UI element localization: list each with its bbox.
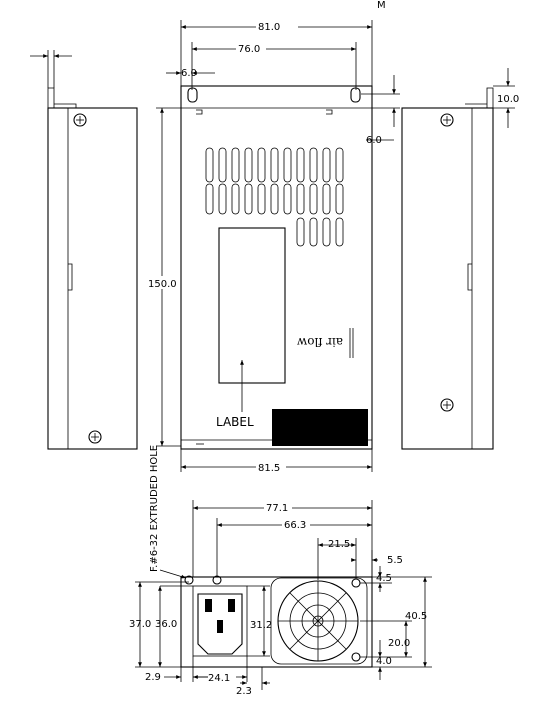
- dim-24-1: 24.1: [208, 673, 230, 684]
- screw-hole-front-2: [351, 578, 361, 588]
- dim-76-0: 76.0: [238, 44, 260, 55]
- dim-31-2: 31.2: [250, 620, 272, 631]
- vent-slots-row-3: [296, 217, 344, 247]
- tab-right: [326, 109, 333, 115]
- dim-81-5: 81.5: [258, 463, 280, 474]
- dim-4-5: 4.5: [376, 573, 392, 584]
- right-view-outline: [401, 107, 494, 450]
- dim-20-0: 20.0: [388, 638, 410, 649]
- vent-slots-row-1: [205, 147, 344, 183]
- fan-grill: [270, 577, 368, 665]
- left-side-view: [30, 50, 138, 450]
- dim-150-0: 150.0: [148, 279, 177, 290]
- front-view-outline: [180, 576, 373, 668]
- label-callout: LABEL: [216, 415, 254, 429]
- extruded-hole-left: [184, 575, 194, 585]
- inlet-pin-right: [228, 599, 235, 612]
- dim-5-5: 5.5: [387, 555, 403, 566]
- dim-77-1: 77.1: [266, 503, 288, 514]
- tab-left: [196, 109, 203, 115]
- mounting-slot-left: [187, 87, 198, 103]
- dim-21-5: 21.5: [328, 539, 350, 550]
- top-view: LABEL air flow 81.0 76.0 6.0 6.0: [148, 20, 400, 474]
- right-side-view: 10.0: [401, 68, 519, 450]
- screw-hole-right-top: [440, 113, 454, 127]
- dim-6-0-right: 6.0: [366, 135, 382, 146]
- airflow-text: air flow: [296, 335, 343, 349]
- screw-hole-front-3: [351, 652, 361, 662]
- front-view: F.#6-32 EXTRUDED HOLE 77.1 66.3 21.5 5.5…: [129, 445, 432, 697]
- vent-slots-row-2: [205, 183, 344, 215]
- dim-81-0: 81.0: [258, 22, 280, 33]
- dim-66-3: 66.3: [284, 520, 306, 531]
- ac-inlet-frame: [192, 585, 248, 657]
- dim-40-5: 40.5: [405, 611, 427, 622]
- dim-2-9: 2.9: [145, 672, 161, 683]
- ac-inlet-socket: [197, 593, 243, 655]
- left-view-outline: [47, 107, 138, 450]
- inlet-pin-ground: [217, 620, 223, 633]
- inlet-pin-left: [205, 599, 212, 612]
- dim-37-0: 37.0: [129, 619, 151, 630]
- screw-hole-left-top: [73, 113, 87, 127]
- dim-10-0: 10.0: [497, 94, 519, 105]
- mounting-slot-right: [350, 87, 361, 103]
- dim-2-3: 2.3: [236, 686, 252, 697]
- screw-hole-right-bottom: [440, 398, 454, 412]
- corner-mark: M: [377, 0, 386, 11]
- dim-6-0-top: 6.0: [181, 68, 197, 79]
- top-view-outline: [180, 85, 373, 450]
- dim-36-0: 36.0: [155, 619, 177, 630]
- extruded-hole-note: F.#6-32 EXTRUDED HOLE: [149, 445, 160, 572]
- screw-hole-left-bottom: [88, 430, 102, 444]
- connector-block: [272, 409, 368, 446]
- label-area: [218, 227, 286, 384]
- dim-4-0: 4.0: [376, 656, 392, 667]
